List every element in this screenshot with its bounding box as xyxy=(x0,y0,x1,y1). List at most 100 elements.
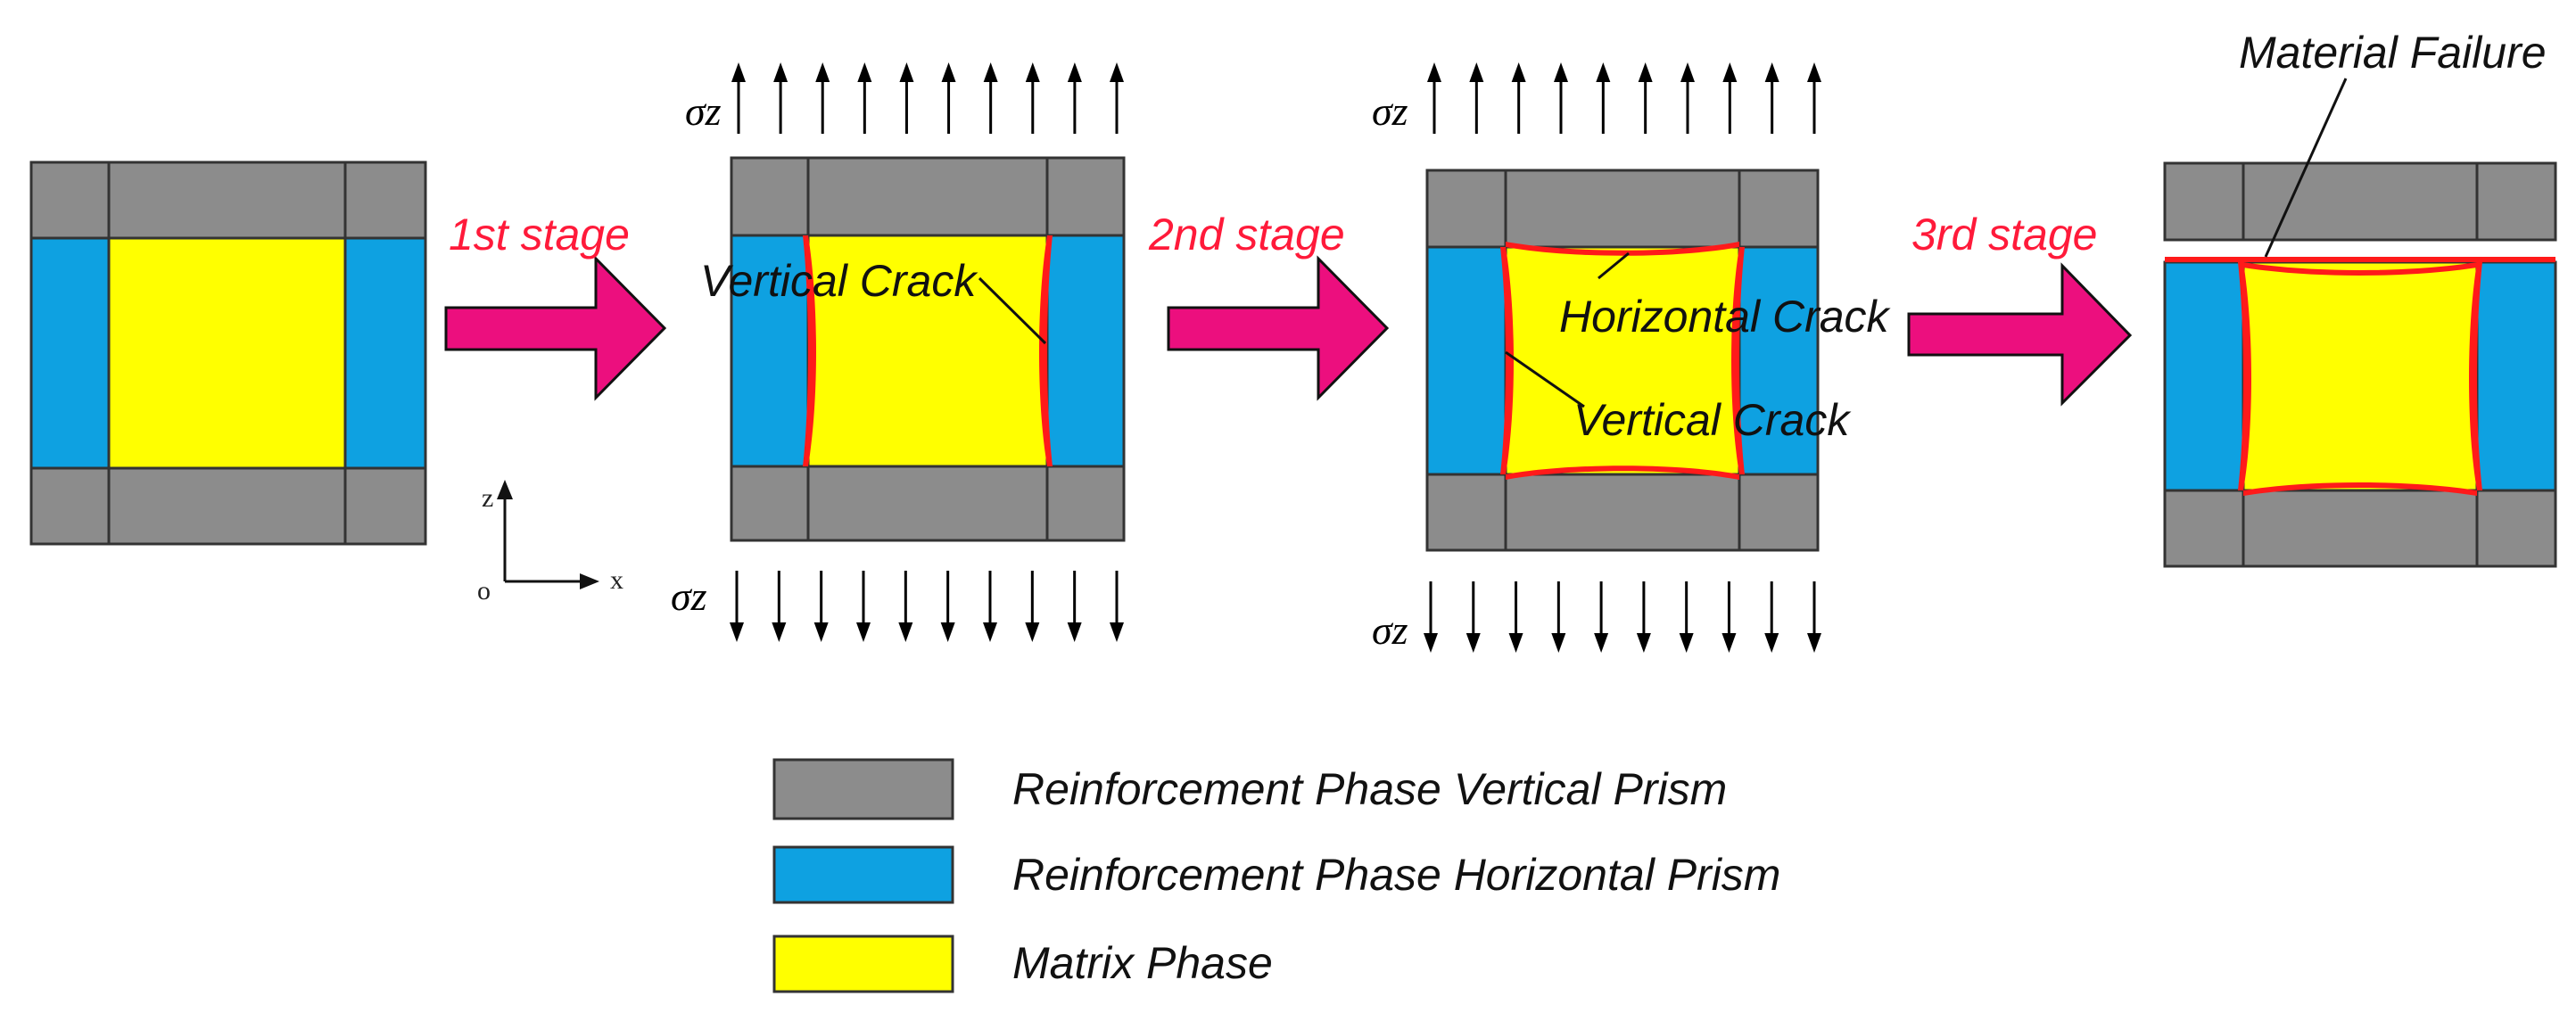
vertical-prism-top-left xyxy=(1425,169,1507,249)
axis-x-label: x xyxy=(610,565,623,595)
stress-arrow-head xyxy=(940,622,955,642)
stage-arrow-3 xyxy=(1907,262,2133,407)
stress-arrows-top-2 xyxy=(1427,62,1821,134)
stress-arrow-head xyxy=(1764,633,1779,653)
stress-arrow-head xyxy=(813,622,829,642)
vertical-prism-bottom-left xyxy=(1425,473,1507,552)
stress-arrow-head xyxy=(1110,622,1124,642)
legend-swatch-matrix xyxy=(772,935,954,993)
stress-arrow-head xyxy=(983,62,998,82)
vertical-prism-top-right xyxy=(1738,169,1820,249)
vertical-crack-label-2: Vertical Crack xyxy=(1573,395,1852,445)
vertical-prism-bottom-left xyxy=(29,466,111,546)
horizontal-prism-right xyxy=(343,236,427,470)
stress-arrow-head xyxy=(1067,62,1082,82)
matrix-block xyxy=(1504,245,1741,476)
vertical-prism-bottom-right xyxy=(1045,465,1126,542)
vertical-prism-top-right xyxy=(2475,161,2557,242)
stress-arrow-head xyxy=(941,62,956,82)
stress-arrow-head xyxy=(1722,62,1738,82)
coordinate-axes: z x o xyxy=(477,480,623,605)
horizontal-crack-label: Horizontal Crack xyxy=(1559,292,1892,342)
stress-label-top-2: σz xyxy=(1372,88,1408,134)
material-failure-label: Material Failure xyxy=(2239,28,2547,78)
vertical-crack-right xyxy=(2469,262,2482,490)
vertical-crack-left xyxy=(803,235,816,466)
unit-cell-stage-1 xyxy=(730,156,1126,542)
unit-cell-failure xyxy=(2163,78,2557,568)
stress-arrow-head xyxy=(1110,62,1124,82)
vertical-prism-bottom-right xyxy=(1738,473,1820,552)
vertical-prism-bottom-center xyxy=(806,465,1049,542)
stress-arrow-head xyxy=(856,622,871,642)
horizontal-prism-left xyxy=(29,236,111,470)
horizontal-prism-left xyxy=(1425,245,1507,476)
matrix-block xyxy=(2242,260,2479,492)
vertical-prism-bottom-right xyxy=(343,466,427,546)
stress-arrows-top-1 xyxy=(731,62,1124,134)
vertical-crack-left xyxy=(2238,262,2251,490)
vertical-prism-top-left xyxy=(29,161,111,240)
stress-arrow-head xyxy=(772,622,787,642)
stress-arrow-head xyxy=(1469,62,1484,82)
failure-crack-bottom xyxy=(2243,482,2477,496)
legend-label-matrix: Matrix Phase xyxy=(1012,938,1273,988)
failure-crack-matrix-top xyxy=(2243,262,2477,276)
vertical-crack-left xyxy=(1500,247,1514,474)
stress-arrow-head xyxy=(1721,633,1737,653)
vertical-crack-right xyxy=(1039,235,1053,466)
stress-arrow-head xyxy=(1067,622,1082,642)
vertical-prism-bottom-center xyxy=(107,466,347,546)
stress-arrow-head xyxy=(731,62,746,82)
stress-arrow-head xyxy=(1680,62,1695,82)
stress-arrow-head xyxy=(1508,633,1523,653)
legend-swatch-vertical-prism xyxy=(772,758,954,820)
stress-arrows-bottom-1 xyxy=(730,571,1124,642)
unit-cell-stage-2 xyxy=(1425,169,1820,552)
horizontal-prism-right xyxy=(1738,245,1820,476)
stress-arrow-head xyxy=(1025,62,1040,82)
vertical-prism-bottom-center xyxy=(1504,473,1741,552)
axis-z-label: z xyxy=(482,483,493,513)
stress-arrow-head xyxy=(1679,633,1694,653)
vertical-prism-top-right xyxy=(343,161,427,240)
stress-arrow-head xyxy=(1554,62,1568,82)
stress-arrow-head xyxy=(1596,62,1611,82)
vertical-prism-bottom-left xyxy=(730,465,810,542)
stress-arrow-head xyxy=(1807,633,1821,653)
axis-origin-label: o xyxy=(477,576,491,605)
legend-label-vertical-prism: Reinforcement Phase Vertical Prism xyxy=(1012,764,1727,814)
stress-arrow-head xyxy=(815,62,830,82)
stress-arrow-head xyxy=(1466,633,1481,653)
stress-arrow-head xyxy=(1511,62,1526,82)
stage-arrow-2 xyxy=(1167,255,1390,401)
horizontal-prism-right xyxy=(2475,260,2557,492)
stress-arrow-head xyxy=(1807,62,1821,82)
vertical-prism-bottom-left xyxy=(2163,489,2245,568)
horizontal-crack-bottom xyxy=(1506,465,1739,480)
horizontal-crack-top xyxy=(1506,242,1739,256)
stress-arrows-bottom-2 xyxy=(1424,581,1821,653)
stress-arrow-head xyxy=(1594,633,1609,653)
stage-label-1: 1st stage xyxy=(449,210,630,259)
legend-swatch-horizontal-prism xyxy=(772,845,954,904)
vertical-prism-top-center xyxy=(107,161,347,240)
stress-label-top-1: σz xyxy=(685,88,722,134)
matrix-block xyxy=(107,236,347,470)
stress-arrow-head xyxy=(1551,633,1566,653)
stress-arrow-head xyxy=(857,62,872,82)
vertical-prism-top-right xyxy=(1045,156,1126,237)
stress-arrow-head xyxy=(1427,62,1441,82)
vertical-prism-bottom-right xyxy=(2475,489,2557,568)
stress-label-bottom-2: σz xyxy=(1372,607,1408,653)
stress-arrow-head xyxy=(1636,633,1651,653)
stage-label-2: 2nd stage xyxy=(1148,210,1345,259)
vertical-prism-top-left xyxy=(730,156,810,237)
vertical-crack-label-1: Vertical Crack xyxy=(700,256,978,306)
unit-cell-initial xyxy=(29,161,427,546)
stress-arrow-head xyxy=(1025,622,1040,642)
stress-arrow-head xyxy=(773,62,788,82)
stress-arrow-head xyxy=(983,622,997,642)
